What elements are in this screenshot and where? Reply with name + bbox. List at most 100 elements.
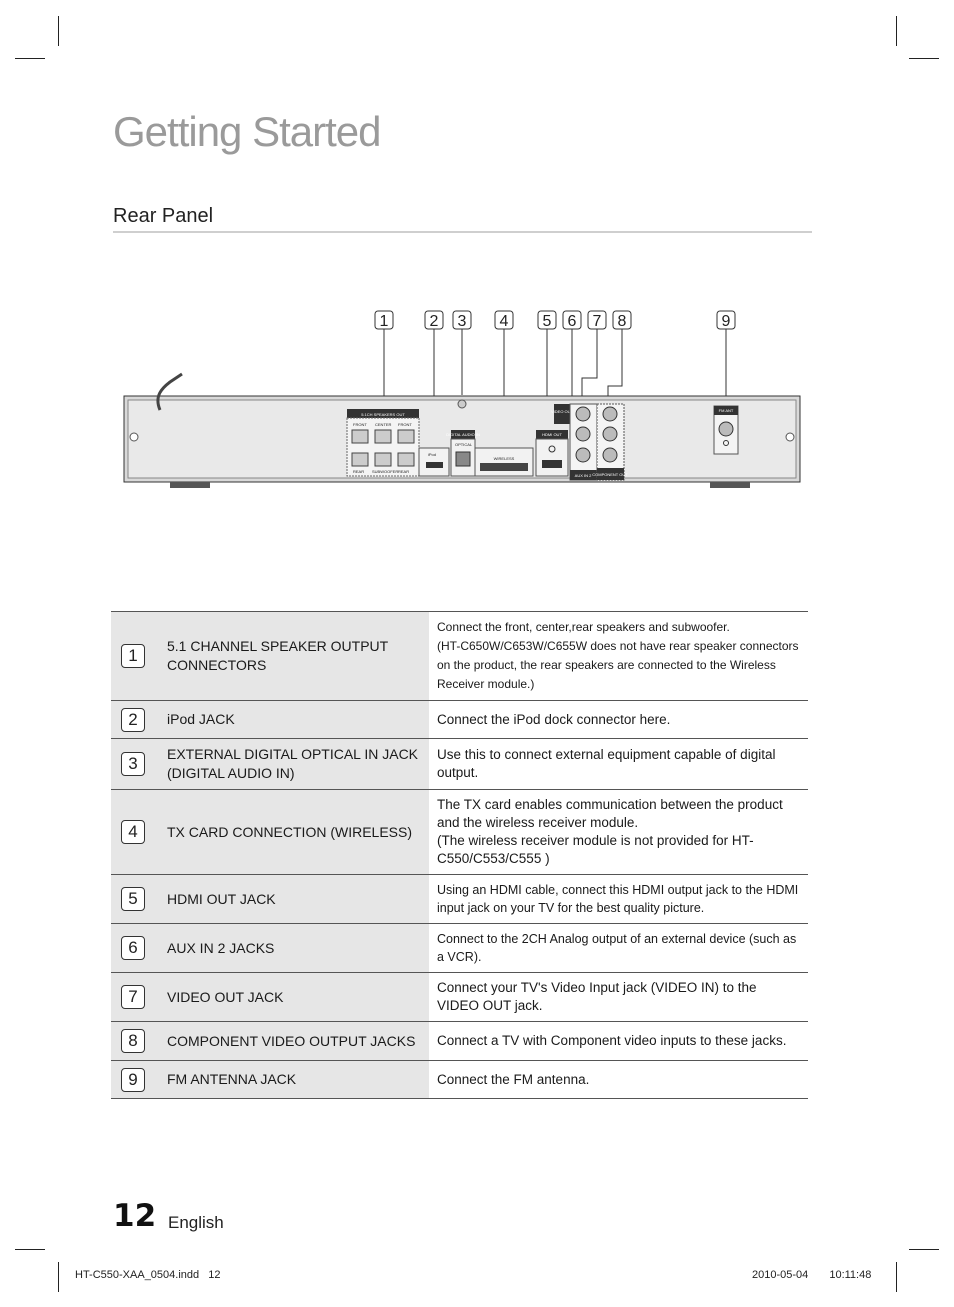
footer-file: HT-C550-XAA_0504.indd 12 bbox=[75, 1269, 221, 1281]
crop-mark bbox=[896, 1262, 897, 1292]
svg-text:2: 2 bbox=[430, 313, 439, 330]
row-label: AUX IN 2 JACKS bbox=[155, 923, 429, 973]
callout-3: 3 bbox=[452, 310, 472, 330]
description-line: Connect the front, center,rear speakers … bbox=[437, 620, 730, 634]
component-block: COMPONENT OUT bbox=[592, 403, 628, 481]
callout-1: 1 bbox=[374, 310, 394, 330]
svg-text:HDMI OUT: HDMI OUT bbox=[542, 432, 562, 437]
row-description: Connect a TV with Component video inputs… bbox=[429, 1021, 808, 1061]
row-label: FM ANTENNA JACK bbox=[155, 1060, 429, 1099]
table-row: 8 COMPONENT VIDEO OUTPUT JACKS Connect a T… bbox=[111, 1021, 808, 1061]
ipod-jack: iPod bbox=[418, 447, 450, 477]
row-label: COMPONENT VIDEO OUTPUT JACKS bbox=[155, 1021, 429, 1061]
svg-text:9: 9 bbox=[722, 313, 731, 330]
description-line: Use this to connect external equipment c… bbox=[437, 747, 776, 780]
description-line: Connect your TV's Video Input jack (VIDE… bbox=[437, 980, 757, 1013]
svg-text:AUX IN 2: AUX IN 2 bbox=[575, 473, 592, 478]
callout-2: 2 bbox=[424, 310, 444, 330]
row-number: 7 bbox=[121, 985, 145, 1009]
crop-mark bbox=[909, 1249, 939, 1250]
svg-text:8: 8 bbox=[618, 313, 627, 330]
row-number-cell: 6 bbox=[111, 923, 155, 973]
svg-text:SUBWOOFER: SUBWOOFER bbox=[372, 469, 398, 474]
row-label: TX CARD CONNECTION (WIRELESS) bbox=[155, 789, 429, 875]
optical-jack: DIGITAL AUDIO IN OPTICAL bbox=[446, 430, 480, 477]
table-row: 2 iPod JACK Connect the iPod dock connecto… bbox=[111, 700, 808, 739]
row-number: 3 bbox=[121, 752, 145, 776]
row-number-cell: 3 bbox=[111, 738, 155, 790]
page-number: 12 bbox=[113, 1198, 157, 1234]
description-line: Connect the iPod dock connector here. bbox=[437, 711, 671, 727]
row-number-cell: 7 bbox=[111, 972, 155, 1022]
footer-date: 2010-05-04 bbox=[752, 1269, 809, 1281]
row-description: Using an HDMI cable, connect this HDMI o… bbox=[429, 874, 808, 924]
description-line: Using an HDMI cable, connect this HDMI o… bbox=[437, 883, 799, 915]
row-number: 1 bbox=[121, 644, 145, 668]
description-line: Connect a TV with Component video inputs… bbox=[437, 1033, 787, 1048]
row-number: 9 bbox=[121, 1067, 145, 1092]
svg-text:6: 6 bbox=[568, 313, 577, 330]
row-number-cell: 1 bbox=[111, 611, 155, 701]
crop-mark bbox=[15, 58, 45, 59]
description-line: Connect the FM antenna. bbox=[437, 1071, 590, 1087]
svg-text:iPod: iPod bbox=[428, 452, 436, 457]
row-description: The TX card enables communication betwee… bbox=[429, 789, 808, 875]
callout-9: 9 bbox=[716, 310, 736, 330]
svg-text:DIGITAL AUDIO IN: DIGITAL AUDIO IN bbox=[446, 432, 480, 437]
row-number-cell: 4 bbox=[111, 789, 155, 875]
row-description: Connect the front, center,rear speakers … bbox=[429, 611, 808, 701]
row-description: Connect your TV's Video Input jack (VIDE… bbox=[429, 972, 808, 1022]
row-label: iPod JACK bbox=[155, 700, 429, 739]
row-label: VIDEO OUT JACK bbox=[155, 972, 429, 1022]
crop-mark bbox=[15, 1249, 45, 1250]
section-heading: Rear Panel bbox=[113, 205, 214, 227]
row-number: 5 bbox=[121, 887, 145, 911]
svg-text:7: 7 bbox=[593, 313, 602, 330]
row-description: Use this to connect external equipment c… bbox=[429, 738, 808, 790]
row-number-cell: 8 bbox=[111, 1021, 155, 1061]
row-description: Connect the iPod dock connector here. bbox=[429, 700, 808, 739]
svg-text:FRONT: FRONT bbox=[398, 422, 412, 427]
crop-mark bbox=[58, 1262, 59, 1292]
svg-text:4: 4 bbox=[500, 313, 509, 330]
svg-text:FRONT: FRONT bbox=[353, 422, 367, 427]
callout-group: 1 2 3 4 5 6 7 8 9 bbox=[374, 310, 736, 330]
row-number-cell: 2 bbox=[111, 700, 155, 739]
table-row: 4 TX CARD CONNECTION (WIRELESS)The TX car… bbox=[111, 789, 808, 875]
table-row: 9 FM ANTENNA JACK Connect the FM antenna. bbox=[111, 1060, 808, 1099]
row-number: 4 bbox=[121, 820, 145, 844]
row-number-cell: 9 bbox=[111, 1060, 155, 1099]
footer-timestamp: 2010-05-04 10:11:48 bbox=[752, 1269, 871, 1281]
svg-text:WIRELESS: WIRELESS bbox=[494, 456, 515, 461]
wireless-slot: WIRELESS bbox=[474, 447, 534, 477]
video-aux-block: VIDEO OUT AUX IN 2 bbox=[551, 403, 598, 481]
svg-text:FM ANT: FM ANT bbox=[719, 408, 734, 413]
callout-8: 8 bbox=[612, 310, 632, 330]
callout-5: 5 bbox=[537, 310, 557, 330]
svg-text:3: 3 bbox=[458, 313, 467, 330]
description-line: The TX card enables communication betwee… bbox=[437, 797, 783, 830]
row-number: 8 bbox=[121, 1029, 145, 1053]
crop-mark bbox=[909, 58, 939, 59]
svg-text:REAR: REAR bbox=[398, 469, 409, 474]
description-line: (The wireless receiver module is not pro… bbox=[437, 833, 754, 866]
row-number: 2 bbox=[121, 707, 145, 732]
svg-text:COMPONENT OUT: COMPONENT OUT bbox=[592, 472, 628, 477]
callout-7: 7 bbox=[587, 310, 607, 330]
row-description: Connect the FM antenna. bbox=[429, 1060, 808, 1099]
svg-text:5.1CH SPEAKERS OUT: 5.1CH SPEAKERS OUT bbox=[361, 412, 405, 417]
section-divider bbox=[113, 231, 812, 233]
svg-text:5: 5 bbox=[543, 313, 552, 330]
svg-text:1: 1 bbox=[380, 313, 389, 330]
svg-text:REAR: REAR bbox=[353, 469, 364, 474]
row-number-cell: 5 bbox=[111, 874, 155, 924]
row-description: Connect to the 2CH Analog output of an e… bbox=[429, 923, 808, 973]
page-title: Getting Started bbox=[113, 108, 381, 155]
row-number: 6 bbox=[121, 936, 145, 960]
description-line: (HT-C650W/C653W/C655W does not have rear… bbox=[437, 639, 799, 691]
